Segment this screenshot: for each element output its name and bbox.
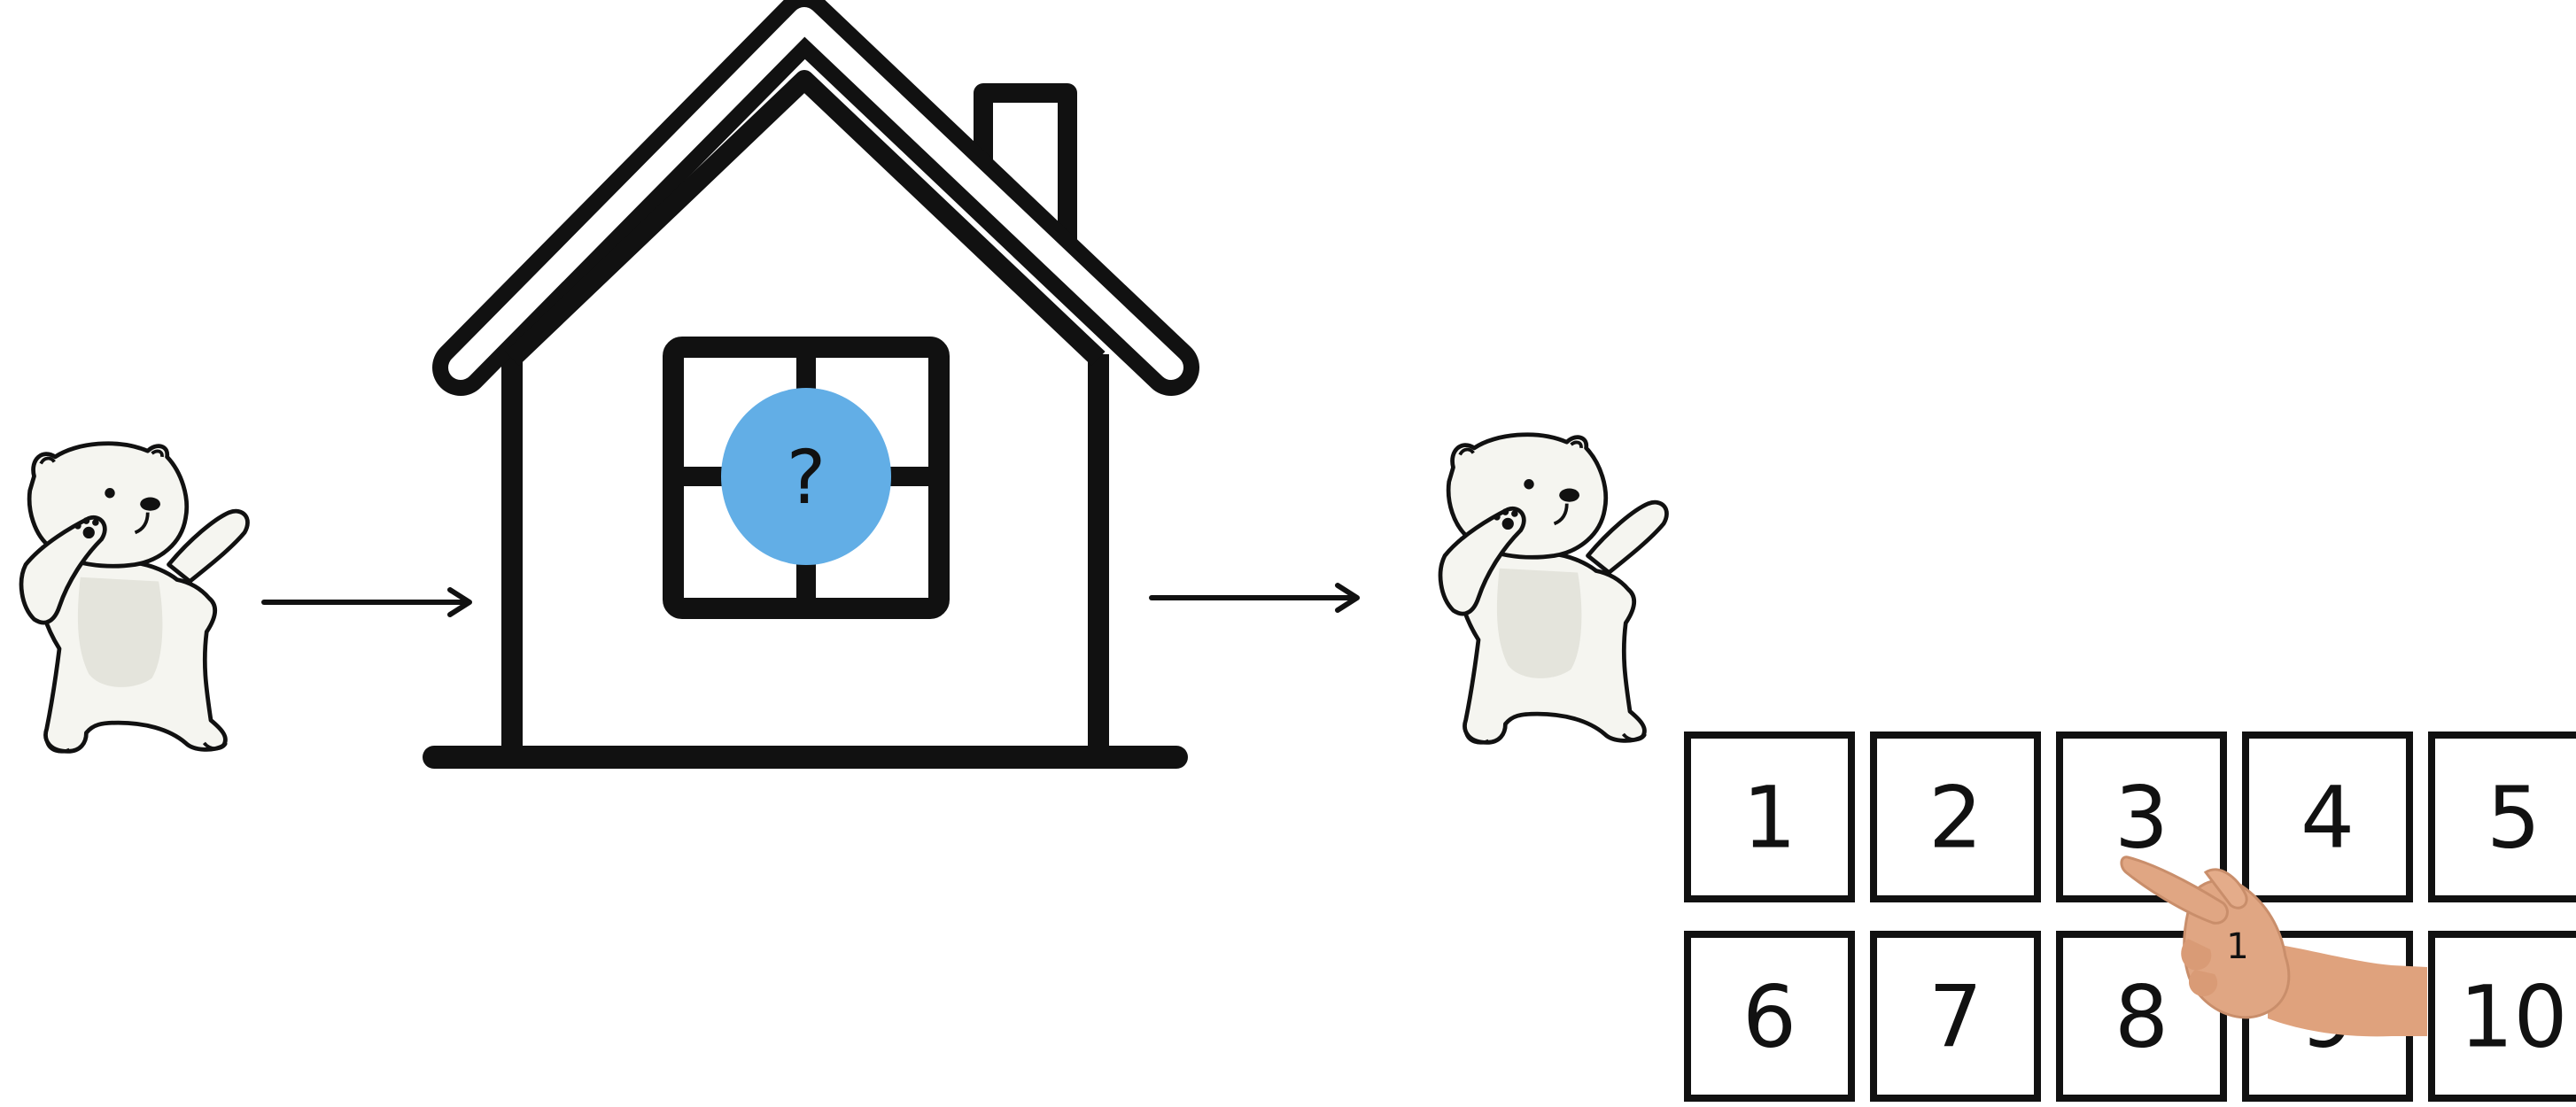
arrow-right-icon <box>264 590 469 615</box>
number-cell-label: 6 <box>1742 968 1796 1067</box>
number-cell: 2 <box>1874 735 2037 899</box>
number-cell-label: 1 <box>1742 769 1796 868</box>
number-cell: 10 <box>2432 934 2576 1098</box>
number-cell-label: 2 <box>1928 769 1982 868</box>
polar-bear-icon <box>1440 435 1666 743</box>
number-cell-label: 4 <box>2301 769 2355 868</box>
number-cell: 5 <box>2432 735 2576 899</box>
number-cell-label: 8 <box>2114 968 2169 1067</box>
question-mark: ? <box>787 434 826 521</box>
hand-count-label: 1 <box>2226 926 2248 967</box>
number-cell-label: 3 <box>2114 769 2169 868</box>
arrow-right-icon <box>1152 585 1357 610</box>
polar-bear-icon <box>21 444 247 752</box>
number-cell: 6 <box>1688 934 1851 1098</box>
number-cell: 4 <box>2246 735 2409 899</box>
number-cell-label: 5 <box>2487 769 2541 868</box>
number-grid: 12345678910 <box>1688 735 2576 1098</box>
house-icon: ? <box>434 19 1176 757</box>
number-cell-label: 7 <box>1928 968 1982 1067</box>
number-cell-label: 10 <box>2459 968 2567 1067</box>
number-cell: 7 <box>1874 934 2037 1098</box>
number-cell: 1 <box>1688 735 1851 899</box>
